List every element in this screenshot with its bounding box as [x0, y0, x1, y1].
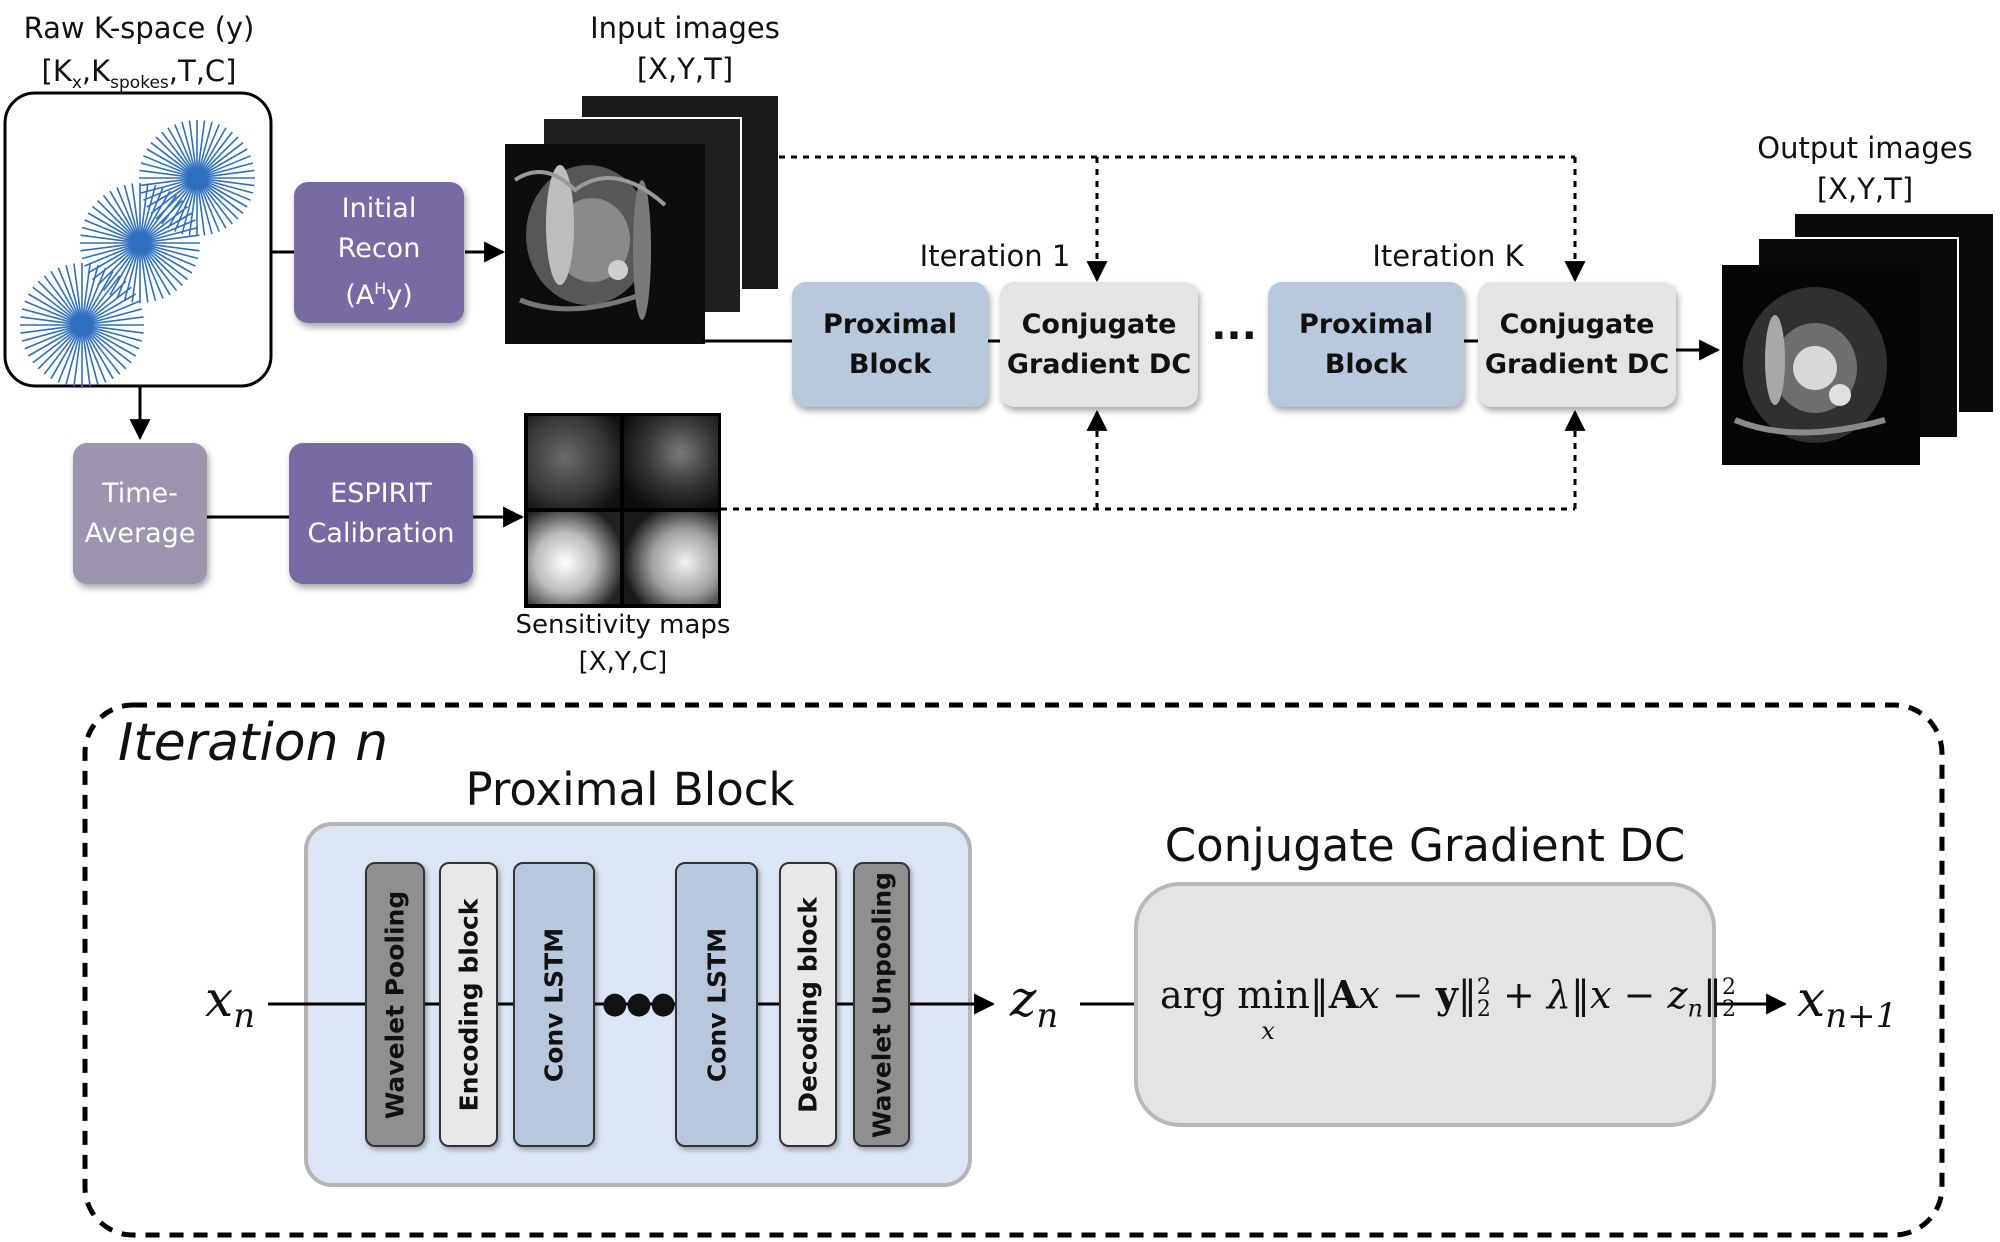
- iteration-k-label: Iteration K: [1372, 239, 1524, 273]
- decoding-block-column: Decoding block: [779, 862, 837, 1147]
- iteration-n-frame: [82, 702, 1945, 1238]
- wavelet-pooling-column: Wavelet Pooling: [365, 862, 425, 1147]
- time-average-box: Time- Average: [73, 443, 207, 584]
- espirit-box: ESPIRIT Calibration: [289, 443, 473, 584]
- input-image-stack: [505, 94, 780, 344]
- sensitivity-maps: [524, 413, 721, 608]
- wavelet-unpooling-column: Wavelet Unpooling: [853, 862, 910, 1147]
- iteration-1-label: Iteration 1: [919, 239, 1071, 273]
- cg-dc-panel: [1134, 882, 1716, 1127]
- proximal-block-title: Proximal Block: [465, 763, 795, 816]
- input-images-dims: [X,Y,T]: [636, 52, 734, 86]
- proximal-block-1: Proximal Block: [792, 282, 988, 407]
- cg-dc-title: Conjugate Gradient DC: [1164, 819, 1686, 872]
- output-image-stack: [1722, 212, 1995, 465]
- iterations-ellipsis: ···: [1211, 313, 1257, 359]
- kspace-dims: [Kx,Kspokes,T,C]: [41, 54, 237, 93]
- kspace-title: Raw K-space (y): [23, 11, 255, 45]
- output-variable-xn1: xn+1: [1797, 970, 1898, 1036]
- cg-dc-1: Conjugate Gradient DC: [1000, 282, 1198, 407]
- input-images-title: Input images: [590, 11, 780, 45]
- kspace-center: [74, 317, 90, 333]
- column-dots: ●●●: [601, 986, 677, 1021]
- proximal-block-k: Proximal Block: [1268, 282, 1464, 407]
- kspace-center: [132, 235, 148, 251]
- kspace-center: [189, 170, 205, 186]
- kspace-spokes: [20, 120, 255, 387]
- encoding-block-column: Encoding block: [439, 862, 498, 1147]
- input-variable-xn: xn: [205, 970, 256, 1036]
- output-images-title: Output images: [1757, 131, 1973, 165]
- initial-recon-box: Initial Recon (AHy): [294, 182, 464, 323]
- iteration-n-title: Iteration n: [118, 713, 389, 773]
- cg-dc-k: Conjugate Gradient DC: [1478, 282, 1676, 407]
- output-images-dims: [X,Y,T]: [1816, 172, 1914, 206]
- mid-variable-zn: zn: [1010, 970, 1059, 1036]
- sensitivity-maps-title: Sensitivity maps: [515, 610, 731, 640]
- conv-lstm-column-2: Conv LSTM: [675, 862, 758, 1147]
- sensitivity-maps-dims: [X,Y,C]: [578, 647, 668, 677]
- conv-lstm-column-1: Conv LSTM: [513, 862, 595, 1147]
